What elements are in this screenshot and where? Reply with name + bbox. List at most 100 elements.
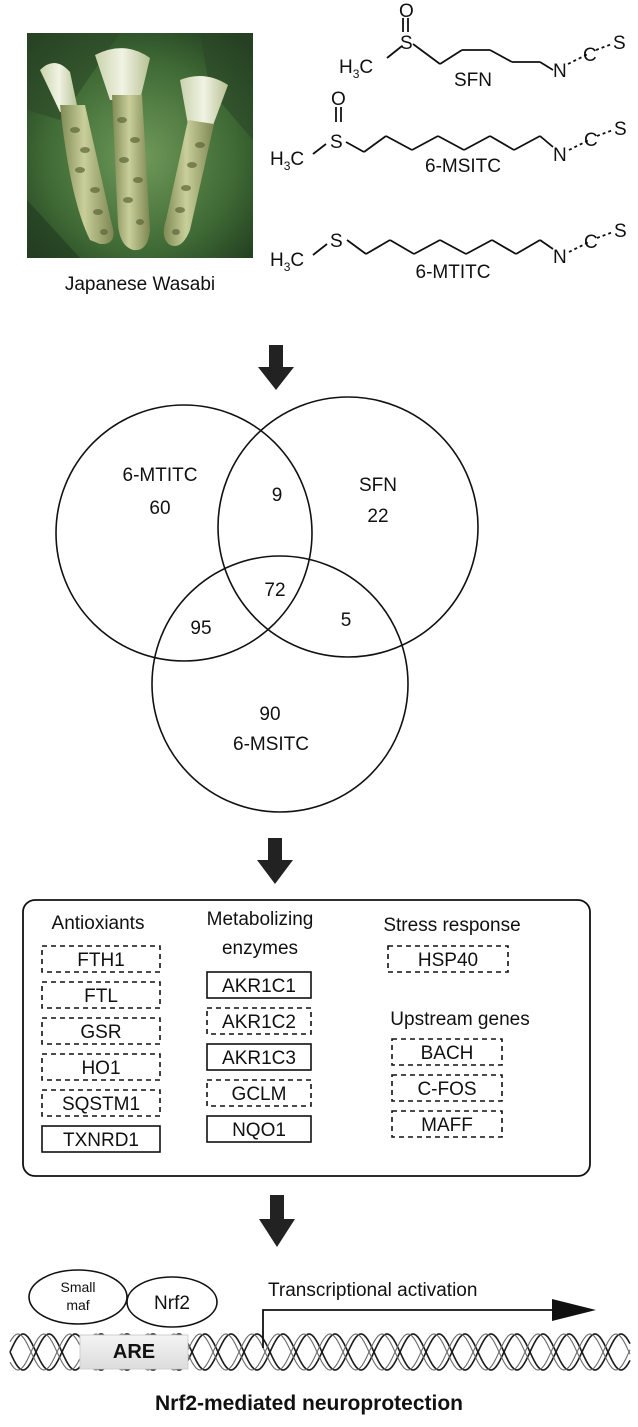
- wasabi-photo: [27, 33, 253, 258]
- msitc-sulfur-atom: S: [330, 132, 343, 153]
- metabolizing-title-line2: enzymes: [222, 938, 298, 959]
- wasabi-root-left: [40, 62, 114, 245]
- down-arrow-icon: [258, 345, 294, 390]
- msitc-methyl-subscript: 3: [284, 159, 291, 173]
- gene-label-gclm: GCLM: [232, 1084, 287, 1105]
- gene-label-nqo1: NQO1: [232, 1120, 286, 1141]
- sfn-terminal-sulfur: S: [613, 33, 626, 54]
- gene-label-ho1: HO1: [81, 1058, 120, 1079]
- venn-circle-6-msitc: [151, 555, 409, 813]
- venn-count-all: 72: [264, 580, 285, 601]
- gene-label-akr1c1: AKR1C1: [222, 976, 296, 997]
- down-arrow-icon: [257, 838, 293, 884]
- structure-6-mtitc: [312, 231, 614, 256]
- gene-box-akr1c3: [206, 1043, 312, 1071]
- msitc-methyl-h: H: [270, 149, 284, 170]
- wasabi-root-middle: [95, 48, 150, 251]
- venn-label-sfn: SFN: [359, 475, 397, 496]
- gene-label-akr1c3: AKR1C3: [222, 1048, 296, 1069]
- gene-label-ftl: FTL: [84, 986, 118, 1007]
- structure-sfn: [386, 18, 613, 71]
- sfn-nitrogen-atom: N: [553, 61, 567, 82]
- gene-label-fth1: FTH1: [77, 950, 125, 971]
- mtitc-terminal-sulfur: S: [614, 221, 627, 242]
- venn-count-sfn-msitc: 5: [341, 610, 352, 631]
- sfn-carbon-atom: C: [583, 45, 597, 66]
- venn-diagram: [55, 396, 479, 813]
- gene-label-akr1c2: AKR1C2: [222, 1012, 296, 1033]
- mtitc-nitrogen-atom: N: [553, 247, 567, 268]
- gene-box-nqo1: [206, 1115, 312, 1143]
- sfn-structure-label: SFN: [454, 70, 492, 91]
- sfn-methyl-h: H: [339, 57, 353, 78]
- are-element: [79, 1334, 189, 1370]
- transcription-arrow: [262, 1299, 596, 1348]
- msitc-terminal-sulfur: S: [614, 119, 627, 140]
- gene-box-gclm: [206, 1079, 312, 1107]
- gene-label-maff: MAFF: [421, 1115, 473, 1136]
- venn-count-6-mtitc-only: 60: [149, 498, 170, 519]
- structure-6-msitc: [312, 107, 614, 155]
- down-arrow-icon: [259, 1195, 295, 1247]
- venn-count-sfn-only: 22: [367, 506, 388, 527]
- gene-box-sqstm1: [41, 1089, 161, 1117]
- mtitc-structure-label: 6-MTITC: [416, 262, 491, 283]
- gene-box-c-fos: [391, 1074, 503, 1102]
- sfn-sulfur-atom: S: [400, 33, 413, 54]
- nrf2-label: Nrf2: [154, 1293, 190, 1314]
- gene-box-hsp40: [387, 945, 509, 973]
- wasabi-root-right: [163, 76, 228, 246]
- gene-box-fth1: [41, 945, 161, 973]
- gene-label-txnrd1: TXNRD1: [63, 1130, 139, 1151]
- msitc-oxygen-atom: O: [331, 89, 346, 110]
- msitc-methyl-c: C: [290, 149, 304, 170]
- arrowhead-icon: [552, 1299, 596, 1321]
- venn-count-6-msitc-only: 90: [259, 704, 280, 725]
- photo-caption: Japanese Wasabi: [65, 274, 215, 295]
- mtitc-sulfur-atom: S: [330, 231, 343, 252]
- gene-box-akr1c1: [206, 971, 312, 999]
- small-maf-label-line1: Small: [60, 1279, 95, 1295]
- msitc-structure-label: 6-MSITC: [425, 156, 501, 177]
- msitc-methyl-group: H3C: [270, 149, 304, 173]
- msitc-carbon-atom: C: [584, 130, 598, 151]
- venn-count-mtitc-msitc: 95: [190, 618, 211, 639]
- are-label: ARE: [113, 1341, 155, 1363]
- gene-box-gsr: [41, 1017, 161, 1045]
- venn-label-6-mtitc: 6-MTITC: [123, 465, 198, 486]
- gene-box-ho1: [41, 1053, 161, 1081]
- gene-box-akr1c2: [206, 1007, 312, 1035]
- mtitc-methyl-h: H: [270, 250, 284, 271]
- mtitc-carbon-atom: C: [584, 232, 598, 253]
- gene-label-c-fos: C-FOS: [417, 1079, 476, 1100]
- venn-count-mtitc-sfn: 9: [272, 485, 283, 506]
- gene-box-txnrd1: [41, 1125, 161, 1153]
- sfn-methyl-subscript: 3: [353, 67, 360, 81]
- nrf2-protein: [126, 1276, 218, 1328]
- venn-circle-6-mtitc: [55, 404, 313, 662]
- venn-circle-sfn: [217, 396, 479, 658]
- sfn-methyl-c: C: [359, 57, 373, 78]
- venn-label-6-msitc: 6-MSITC: [233, 734, 309, 755]
- upstream-genes-title: Upstream genes: [390, 1009, 529, 1030]
- transcriptional-activation-label: Transcriptional activation: [268, 1280, 477, 1301]
- sfn-methyl-group: H3C: [339, 57, 373, 81]
- metabolizing-title-line1: Metabolizing: [207, 909, 314, 930]
- gene-label-sqstm1: SQSTM1: [62, 1094, 140, 1115]
- stress-response-title: Stress response: [383, 915, 520, 936]
- gene-box-bach: [391, 1038, 503, 1066]
- gene-label-gsr: GSR: [80, 1022, 121, 1043]
- mtitc-methyl-subscript: 3: [284, 260, 291, 274]
- antioxidants-title: Antioxiants: [52, 913, 145, 934]
- gene-label-bach: BACH: [421, 1043, 474, 1064]
- footer-title: Nrf2-mediated neuroprotection: [155, 1392, 463, 1415]
- mtitc-methyl-c: C: [290, 250, 304, 271]
- gene-box-ftl: [41, 981, 161, 1009]
- gene-label-hsp40: HSP40: [418, 950, 478, 971]
- gene-box-maff: [391, 1110, 503, 1138]
- small-maf-label-line2: maf: [66, 1297, 89, 1313]
- mtitc-methyl-group: H3C: [270, 250, 304, 274]
- msitc-nitrogen-atom: N: [553, 145, 567, 166]
